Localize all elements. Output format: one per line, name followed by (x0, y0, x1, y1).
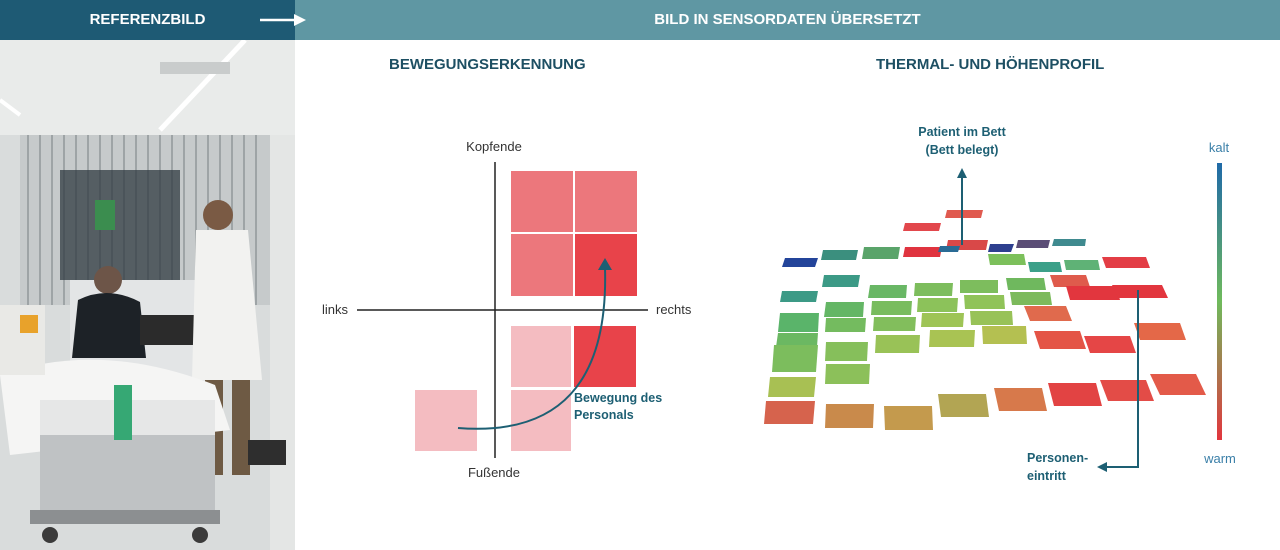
thermal-grid (764, 210, 1206, 430)
thermal-tile (1064, 260, 1100, 270)
thermal-tile (862, 247, 900, 259)
person-entry-label-1: Personen- (1027, 451, 1088, 465)
thermal-tile (825, 318, 866, 332)
thermal-tile (768, 377, 816, 397)
thermal-tile (914, 283, 953, 296)
arrowhead-icon (1097, 462, 1107, 472)
staff-movement-arrow (457, 267, 607, 430)
thermal-tile (1084, 336, 1136, 353)
axis-top-label: Kopfende (466, 139, 522, 154)
thermal-tile (1034, 331, 1086, 349)
thermal-tile (1100, 380, 1154, 401)
thermal-tile (988, 244, 1014, 252)
thermal-tile (929, 330, 975, 347)
axis-right-label: rechts (656, 302, 692, 317)
thermal-tile (776, 333, 818, 347)
thermal-tile (903, 247, 942, 257)
motion-cell (415, 390, 477, 451)
person-entry-pointer (1107, 290, 1139, 468)
arrow-right-icon (260, 14, 306, 26)
thermal-tile (945, 210, 983, 218)
thermal-tile (868, 285, 907, 298)
motion-cell (511, 234, 573, 296)
patient-label-2: (Bett belegt) (926, 143, 999, 157)
reference-photo (0, 40, 295, 550)
thermal-profile-title: THERMAL- UND HÖHENPROFIL (876, 56, 1105, 73)
motion-cell (575, 171, 637, 232)
motion-cell (511, 171, 573, 232)
thermal-tile (903, 223, 941, 231)
thermal-tile (821, 250, 858, 260)
thermal-tile (1048, 383, 1102, 406)
sensor-data-label: BILD IN SENSORDATEN ÜBERSETZT (654, 11, 921, 28)
thermal-tile (1016, 240, 1050, 248)
motion-cell (511, 390, 571, 451)
motion-detection-title: BEWEGUNGSERKENNUNG (389, 56, 586, 73)
reference-image-label: REFERENZBILD (89, 11, 206, 28)
thermal-tile (1052, 239, 1086, 246)
thermal-tile (1134, 323, 1186, 340)
thermal-tile (884, 406, 933, 430)
staff-movement-label-1: Bewegung des (574, 391, 662, 405)
thermal-tile (1150, 374, 1206, 395)
thermal-tile (964, 295, 1005, 309)
axis-bottom-label: Fußende (468, 465, 520, 480)
thermal-tile (960, 280, 998, 293)
thermal-tile (824, 302, 864, 317)
arrowhead-icon (957, 168, 967, 178)
thermal-tile (938, 246, 960, 252)
thermal-tile (825, 364, 870, 384)
thermal-tile (970, 311, 1013, 325)
thermal-tile (875, 335, 920, 353)
thermal-tile (778, 313, 819, 332)
thermal-tile (1024, 306, 1072, 321)
header-left-bar: REFERENZBILD (0, 0, 295, 40)
thermal-tile (938, 394, 989, 417)
sensor-diagram: Kopfende Fußende links rechts Bewegung d… (322, 125, 1236, 483)
thermal-tile (988, 254, 1026, 265)
thermal-tile (982, 326, 1027, 344)
thermal-tile (1102, 257, 1150, 268)
arrowhead-icon (598, 258, 612, 270)
thermal-tile (994, 388, 1047, 411)
scale-cold-label: kalt (1209, 140, 1230, 155)
thermal-tile (825, 404, 874, 428)
thermal-tile (1066, 286, 1120, 300)
header-right-bar: BILD IN SENSORDATEN ÜBERSETZT (295, 0, 1280, 40)
person-entry-label-2: eintritt (1027, 469, 1067, 483)
thermal-tile (1050, 275, 1090, 287)
thermal-tile (772, 345, 818, 372)
patient-label-1: Patient im Bett (918, 125, 1006, 139)
thermal-tile (871, 301, 912, 315)
thermal-tile (917, 298, 958, 312)
scale-warm-label: warm (1203, 451, 1236, 466)
thermal-tile (782, 258, 818, 267)
axis-left-label: links (322, 302, 349, 317)
motion-cell (511, 326, 571, 387)
thermal-tile (1006, 278, 1046, 290)
thermal-tile (764, 401, 815, 424)
thermal-tile (1010, 292, 1052, 305)
thermal-tile (1112, 285, 1168, 298)
thermal-tile (1028, 262, 1062, 272)
staff-movement-label-2: Personals (574, 408, 634, 422)
thermal-tile (921, 313, 964, 327)
thermal-tile (822, 275, 860, 287)
thermal-tile (825, 342, 868, 361)
thermal-tile (780, 291, 818, 302)
temperature-scale-bar (1217, 163, 1222, 440)
thermal-tile (873, 317, 916, 331)
